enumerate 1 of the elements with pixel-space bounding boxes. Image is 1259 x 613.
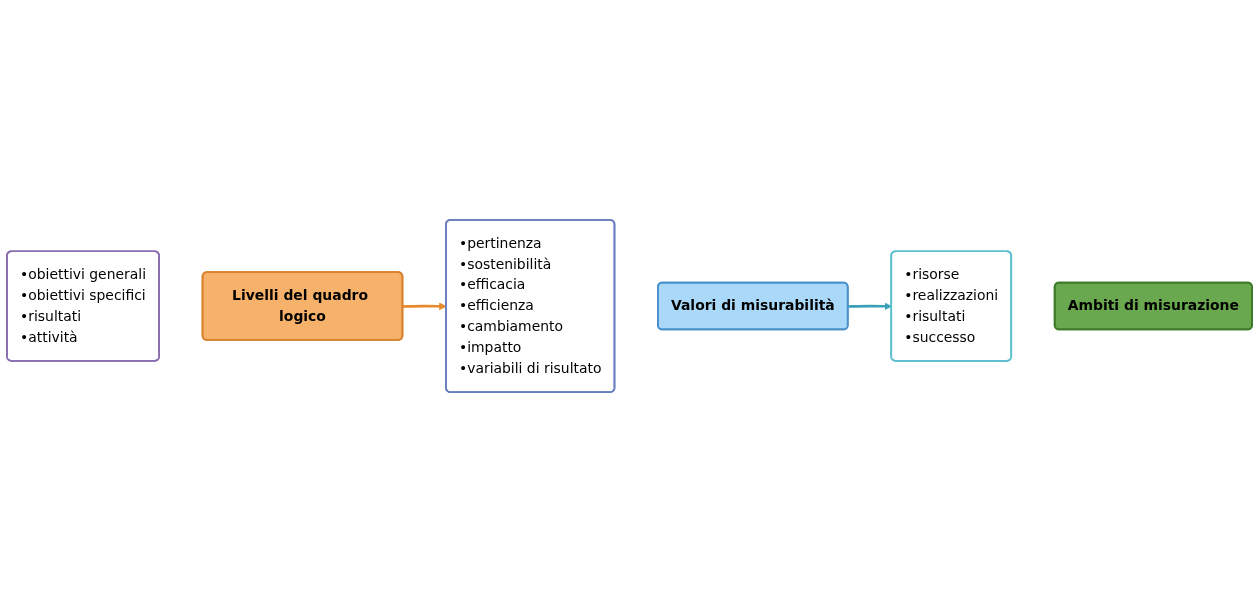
arrow (848, 302, 892, 311)
